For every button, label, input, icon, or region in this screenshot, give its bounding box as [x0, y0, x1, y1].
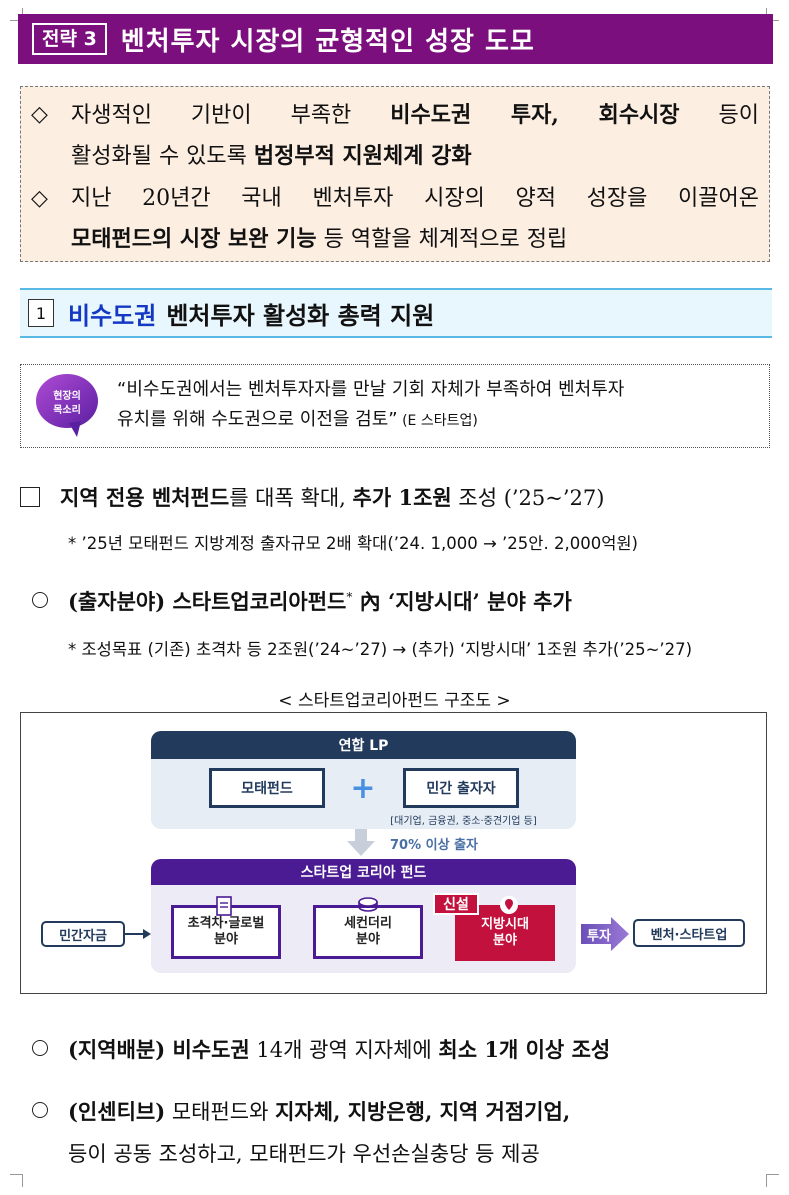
- section-heading: 1 비수도권 벤처투자 활성화 총력 지원: [20, 288, 772, 338]
- section-title: 벤처투자 활성화 총력 지원: [166, 301, 435, 330]
- mother-fund-box: 모태펀드: [209, 768, 325, 808]
- map-pin-icon: [500, 896, 518, 914]
- venture-startup-box: 벤처·스타트업: [633, 919, 745, 947]
- badge-line2: 목소리: [53, 403, 81, 416]
- stack-icon: [358, 897, 378, 912]
- note-investment-field: * 조성목표 (기존) 초격차 등 2조원(’24~’27) → (추가) ‘지…: [68, 640, 693, 659]
- new-badge: 신설: [433, 893, 479, 915]
- summary-item: ◇ 지난 20년간 국내 벤처투자 시장의 양적 성장을 이끌어온 모태펀드의 …: [31, 179, 759, 260]
- private-money-box: 민간자금: [41, 921, 125, 947]
- summary-item: ◇ 자생적인 기반이 부족한 비수도권 투자, 회수시장 등이 활성화될 수 있…: [31, 95, 759, 177]
- item-incentive: (인센티브) 모태펀드와 지자체, 지방은행, 지역 거점기업,: [32, 1096, 570, 1126]
- plus-icon: +: [350, 770, 376, 806]
- strategy-title: 벤처투자 시장의 균형적인 성장 도모: [120, 26, 535, 57]
- corner-mark: [10, 1174, 23, 1187]
- item-regional-distribution: (지역배분) 비수도권 14개 광역 지자체에 최소 1개 이상 조성: [32, 1034, 610, 1064]
- note-regional-fund: * ’25년 모태펀드 지방계정 출자규모 2배 확대(’24. 1,000 →…: [68, 534, 638, 553]
- document-icon: [216, 896, 232, 916]
- section-number: 1: [28, 299, 54, 327]
- field-voice-box: 현장의 목소리 “비수도권에서는 벤처투자자를 만날 기회 자체가 부족하여 벤…: [20, 364, 770, 448]
- quote-source: (E 스타트업): [397, 413, 478, 429]
- voice-quote: “비수도권에서는 벤처투자자를 만날 기회 자체가 부족하여 벤처투자 유치를 …: [117, 379, 625, 430]
- investment-ratio-label: 70% 이상 출자: [389, 837, 478, 853]
- square-bullet-icon: [20, 487, 40, 507]
- diamond-icon: ◇: [31, 186, 48, 211]
- circle-bullet-icon: [32, 1040, 48, 1056]
- down-arrow-icon: [347, 829, 375, 856]
- invest-label: 투자: [587, 928, 611, 944]
- section-title-highlight: 비수도권: [68, 301, 157, 330]
- strategy-banner: 전략 3 벤처투자 시장의 균형적인 성장 도모: [18, 14, 773, 64]
- item-incentive-continued: 등이 공동 조성하고, 모태펀드가 우선손실충당 등 제공: [68, 1142, 540, 1166]
- fund-structure-diagram: 연합 LP 모태펀드 + 민간 출자자 [대기업, 금융권, 중소·중견기업 등…: [20, 712, 767, 994]
- right-arrow-icon: [125, 929, 151, 939]
- private-investor-box: 민간 출자자: [403, 768, 519, 808]
- fund-header: 스타트업 코리아 펀드: [151, 859, 576, 885]
- item-regional-fund: 지역 전용 벤처펀드를 대폭 확대, 추가 1조원 조성 (’25~’27): [20, 482, 604, 512]
- badge-line1: 현장의: [53, 389, 81, 402]
- summary-box: ◇ 자생적인 기반이 부족한 비수도권 투자, 회수시장 등이 활성화될 수 있…: [20, 86, 770, 262]
- item-investment-field: (출자분야) 스타트업코리아펀드* 內 ‘지방시대’ 분야 추가: [32, 586, 572, 616]
- private-investor-note: [대기업, 금융권, 중소·중견기업 등]: [390, 815, 537, 827]
- figure-caption: < 스타트업코리아펀드 구조도 >: [278, 691, 511, 711]
- lp-header: 연합 LP: [151, 731, 576, 759]
- circle-bullet-icon: [32, 1102, 48, 1118]
- speech-bubble-icon: 현장의 목소리: [36, 374, 98, 437]
- circle-bullet-icon: [32, 592, 48, 608]
- strategy-tag: 전략 3: [32, 23, 107, 55]
- invest-arrow-icon: [581, 917, 629, 951]
- corner-mark: [766, 1174, 779, 1187]
- diamond-icon: ◇: [31, 102, 48, 127]
